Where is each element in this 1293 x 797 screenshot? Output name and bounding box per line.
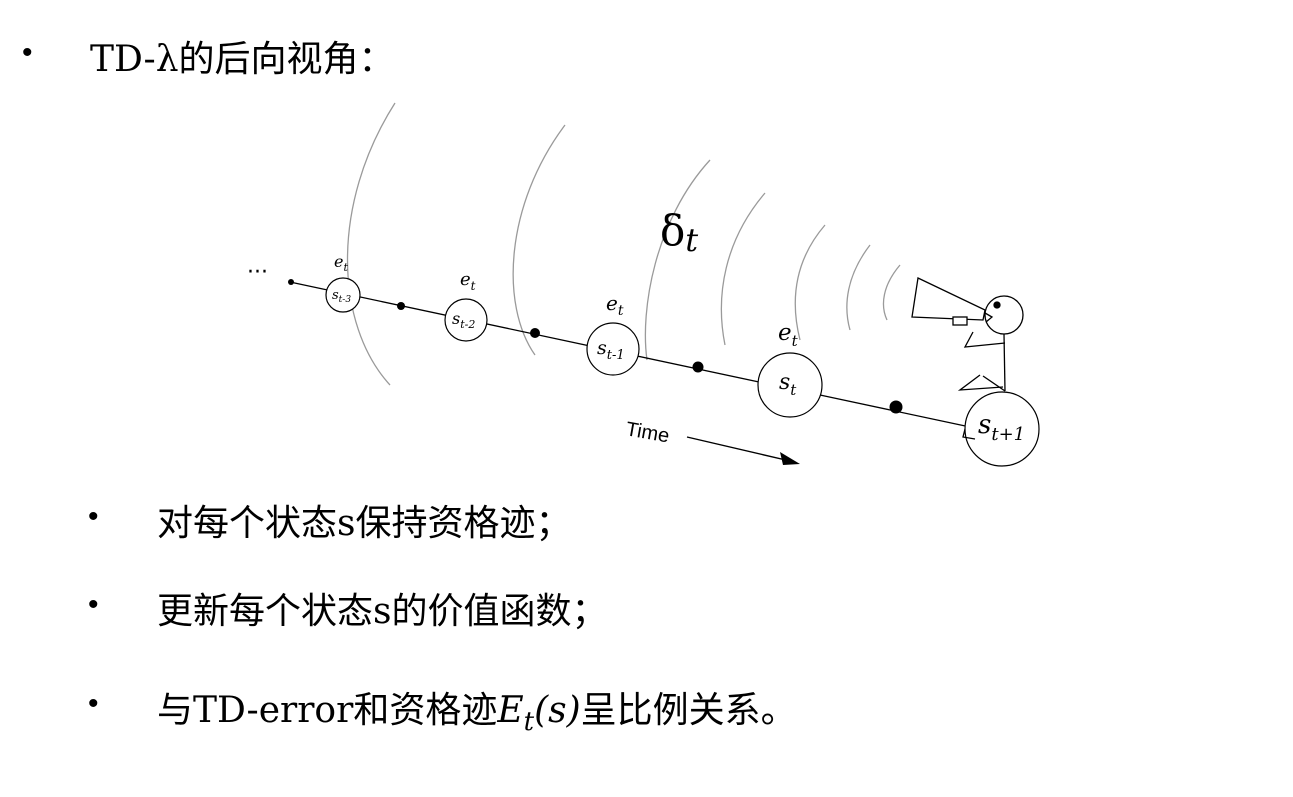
title-text: TD-λ的后向视角： — [90, 39, 395, 80]
bullet-text-3: 与TD-error和资格迹Et(s)呈比例关系。 — [157, 681, 797, 737]
state-node — [586, 322, 640, 376]
state-node — [757, 352, 823, 418]
delta-label: δt — [660, 206, 698, 259]
bullet-dot-icon: • — [22, 36, 33, 69]
step-dot — [397, 302, 405, 310]
bullet-item-3: • 与TD-error和资格迹Et(s)呈比例关系。 — [0, 677, 1293, 738]
agent-leg — [982, 375, 1006, 392]
state-label-t: st — [779, 370, 797, 399]
bullet-item-2: • 更新每个状态s的价值函数； — [0, 578, 1293, 633]
bullet-dot-icon: • — [88, 500, 99, 533]
step-dot — [530, 328, 540, 338]
bullet-text-3-pre: 与TD-error和资格迹 — [157, 690, 498, 731]
state-label-t-2: st-2 — [452, 309, 475, 331]
bullet-dot-icon: • — [88, 687, 99, 720]
wave-arc — [794, 224, 826, 341]
step-dot — [288, 279, 294, 285]
trace-label: et — [778, 320, 799, 350]
td-lambda-backward-diagram: ··· st-3 st-2 st-1 st st+1 et et et — [247, 102, 1040, 467]
math-e-sub: t — [523, 707, 535, 737]
agent-mouth — [984, 312, 994, 323]
bullet-text-2: 更新每个状态s的价值函数； — [157, 591, 608, 632]
state-label-t-plus-1: st+1 — [978, 410, 1025, 445]
time-label: Time — [624, 418, 671, 447]
time-arrow-head-icon — [780, 452, 800, 465]
agent-leg — [957, 374, 1004, 391]
agent-foot — [962, 428, 976, 440]
state-label-t-1: st-1 — [597, 337, 625, 363]
trace-label: et — [606, 291, 624, 319]
trace-label: et — [460, 269, 476, 293]
step-dot — [692, 361, 704, 373]
math-e: E — [497, 690, 524, 731]
ellipsis-label: ··· — [247, 260, 268, 285]
bullet-text-1: 对每个状态s保持资格迹； — [157, 503, 572, 544]
megaphone-icon — [911, 277, 986, 321]
math-arg: (s) — [534, 690, 581, 731]
title-bullet: • TD-λ的后向视角： — [0, 28, 1293, 81]
agent-arm — [963, 331, 1006, 348]
trace-label: et — [334, 252, 348, 274]
agent-megaphone-icon — [911, 277, 1024, 440]
time-arrow — [686, 436, 791, 462]
bullet-text-3-post: 呈比例关系。 — [580, 690, 797, 731]
agent-head — [984, 295, 1024, 335]
megaphone-handle — [952, 316, 968, 326]
intermediate-dots — [288, 279, 903, 414]
agent-eye — [993, 301, 1001, 309]
step-dot — [889, 400, 903, 414]
state-node — [325, 277, 361, 313]
bullet-item-1: • 对每个状态s保持资格迹； — [0, 490, 1293, 545]
wave-arc — [846, 244, 871, 331]
state-label-t-3: st-3 — [332, 288, 351, 305]
wave-arc — [512, 124, 566, 356]
wave-arc — [720, 192, 766, 346]
wave-arc — [346, 102, 396, 386]
state-circles — [325, 277, 1040, 467]
bullet-dot-icon: • — [88, 588, 99, 621]
broadcast-waves — [346, 102, 901, 386]
state-node — [444, 298, 488, 342]
wave-arc — [882, 264, 901, 321]
wave-arc — [644, 159, 711, 361]
